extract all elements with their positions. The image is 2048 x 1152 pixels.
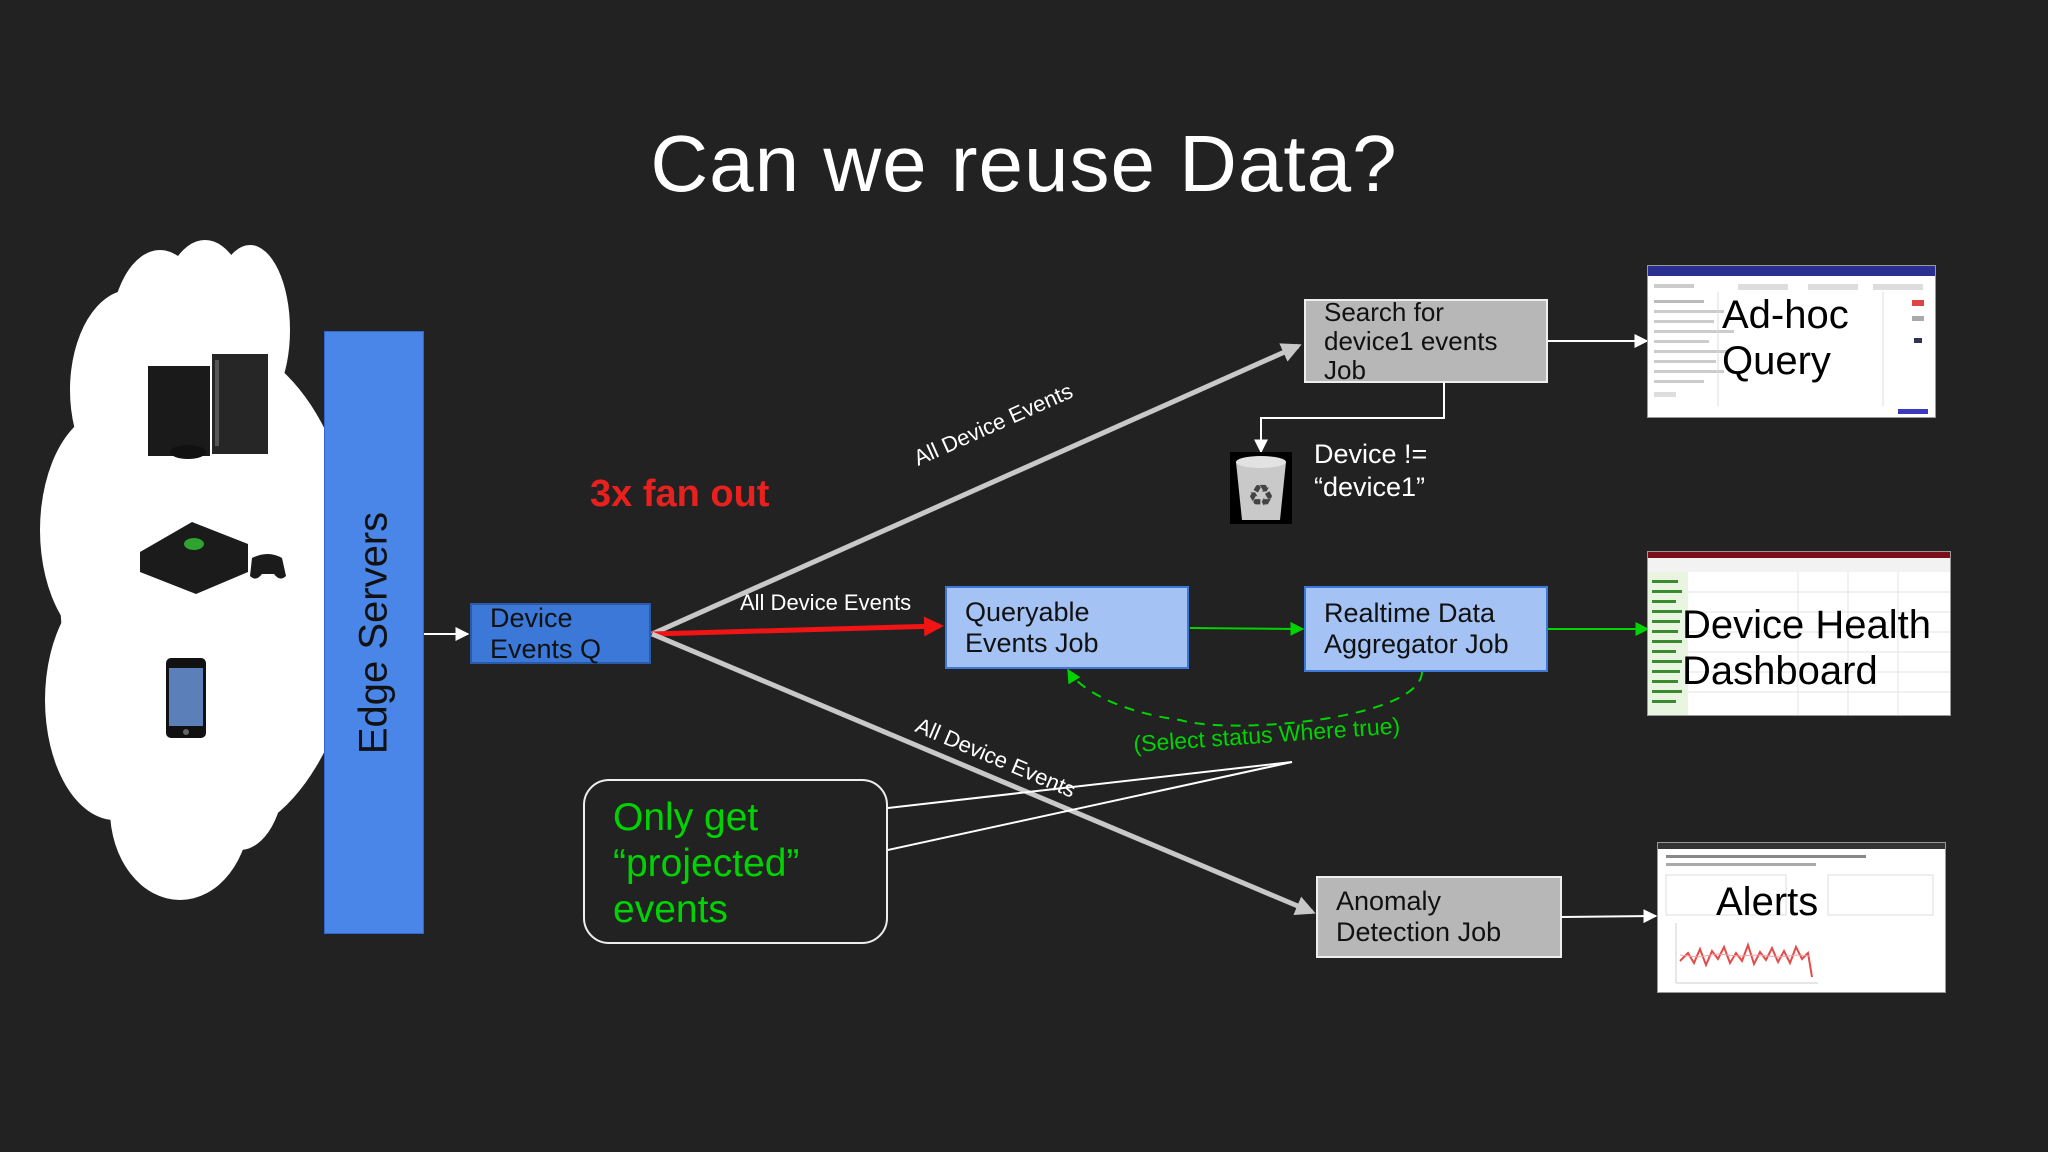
queryable-job-line2: Events Job: [965, 627, 1099, 658]
queue-label-line2: Events Q: [490, 633, 602, 664]
filter-condition-line2: “device1”: [1314, 472, 1426, 502]
queryable-job-line1: Queryable: [965, 596, 1090, 627]
adhoc-line2: Query: [1722, 339, 1831, 383]
dashboard-line1: Device Health: [1682, 603, 1932, 647]
search-job-line1: Search for: [1324, 296, 1444, 327]
device-health-dashboard-screenshot: Device Health Dashboard: [1647, 551, 1951, 716]
edge-label-bottom: All Device Events: [912, 713, 1079, 803]
edge-label-middle: All Device Events: [740, 590, 911, 615]
search-job-box: Search for device1 events Job: [1304, 296, 1548, 385]
fan-out-label: 3x fan out: [590, 473, 770, 515]
game-console-xbox-icon: [140, 522, 286, 594]
adhoc-query-screenshot: Ad-hoc Query: [1647, 265, 1936, 418]
search-job-line2: device1 events: [1324, 325, 1498, 356]
adhoc-line1: Ad-hoc: [1722, 293, 1849, 337]
projected-events-callout: Only get “projected” events: [583, 779, 888, 944]
realtime-job-line1: Realtime Data: [1324, 598, 1496, 628]
callout-line1: Only get: [613, 796, 759, 839]
edge-servers-box: Edge Servers: [324, 331, 424, 934]
dashboard-line2: Dashboard: [1682, 649, 1878, 693]
callout-line3: events: [613, 888, 728, 931]
select-status-label: (Select status Where true): [1133, 712, 1401, 757]
smartphone-icon: [166, 658, 206, 738]
dashboard-ui-mock: [1648, 552, 1950, 715]
game-console-ps3-icon: [148, 354, 268, 459]
adhoc-query-label: Ad-hoc Query: [1722, 292, 1849, 384]
queryable-events-job-box: Queryable Events Job: [945, 586, 1189, 669]
device-events-queue: Device Events Q: [470, 603, 651, 664]
trash-bin-icon: ♻: [1230, 452, 1292, 524]
anomaly-detection-job-box: Anomaly Detection Job: [1316, 876, 1562, 958]
filter-condition-line1: Device !=: [1314, 439, 1428, 469]
search-job-line3: Job: [1324, 354, 1366, 385]
alerts-screenshot: Alerts: [1657, 842, 1946, 993]
alerts-ui-mock: [1658, 843, 1945, 984]
queue-label-line1: Device: [490, 602, 573, 633]
realtime-aggregator-job-box: Realtime Data Aggregator Job: [1304, 586, 1548, 672]
filter-condition-label: Device != “device1”: [1314, 438, 1427, 504]
adhoc-ui-mock: [1648, 266, 1935, 414]
realtime-job-line2: Aggregator Job: [1324, 629, 1509, 659]
edge-servers-label: Edge Servers: [351, 511, 396, 754]
anomaly-job-line1: Anomaly: [1336, 886, 1442, 916]
slide-title: Can we reuse Data?: [650, 119, 1398, 208]
alerts-label: Alerts: [1716, 880, 1819, 924]
anomaly-job-line2: Detection Job: [1336, 917, 1502, 947]
device-cloud: [40, 240, 360, 900]
dashboard-label: Device Health Dashboard: [1682, 602, 1931, 694]
callout-line2: “projected”: [613, 842, 800, 885]
svg-text:♻: ♻: [1248, 480, 1275, 513]
